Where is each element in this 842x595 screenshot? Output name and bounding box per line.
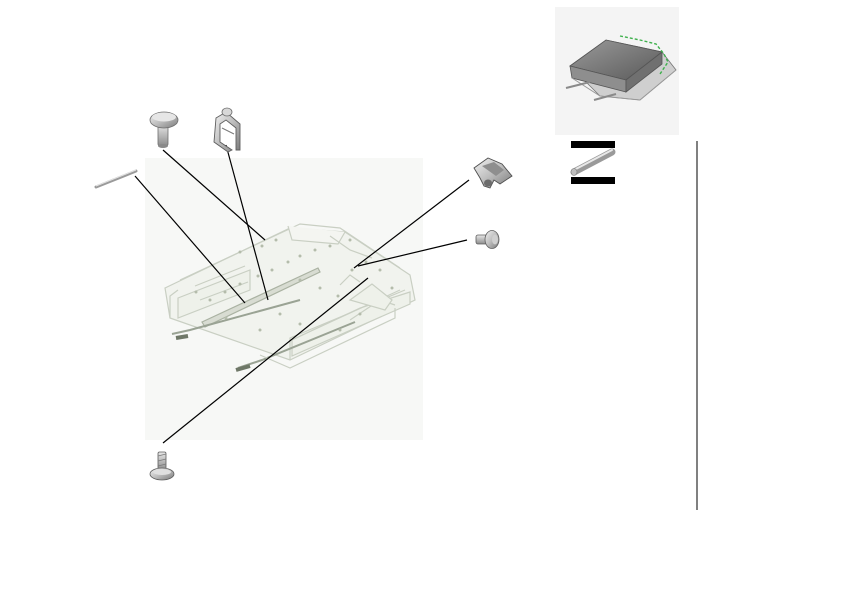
slide-rod-icon — [94, 169, 138, 189]
legend-rod-icon — [570, 148, 616, 176]
leader-lines — [134, 144, 470, 444]
assembly-inset — [555, 7, 679, 135]
legend-bar-top — [571, 141, 615, 148]
mushroom-head-pin-icon — [149, 111, 179, 148]
spring-clip-icon — [213, 107, 241, 153]
leader-spring-clip — [225, 144, 269, 301]
tool-legend — [570, 141, 616, 184]
leader-push-pin — [162, 277, 369, 444]
flanged-rivet-icon — [475, 230, 500, 249]
seat-frame-assembly — [164, 223, 416, 372]
legend-bar-bottom — [571, 177, 615, 184]
u-clip-icon — [473, 157, 513, 189]
leader-u-clip — [353, 179, 470, 269]
push-pin-icon — [149, 451, 175, 481]
leader-slide-rod — [134, 175, 246, 304]
leader-flanged-rivet — [357, 239, 468, 267]
